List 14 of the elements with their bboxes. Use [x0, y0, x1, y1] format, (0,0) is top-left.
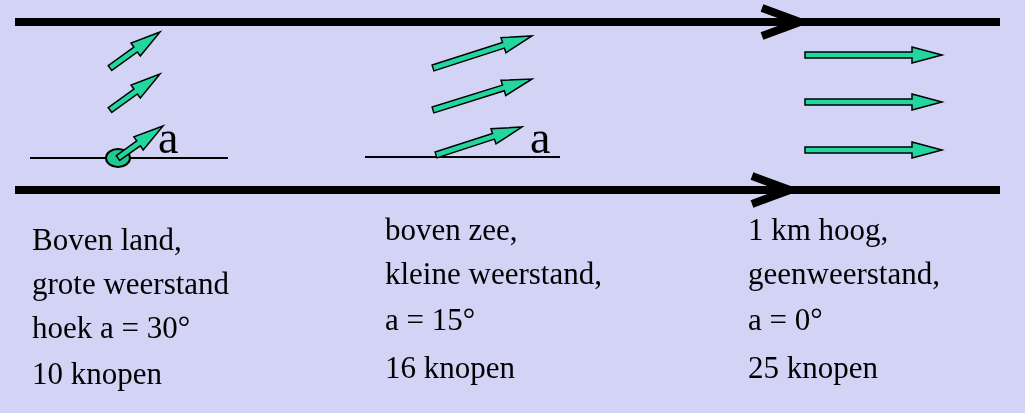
description-text: hoek a = 30° [32, 310, 191, 346]
description-text: 25 knopen [748, 350, 878, 386]
description-text: Boven land, [32, 222, 182, 258]
angle-label: a [158, 115, 179, 161]
description-text: 16 knopen [385, 350, 515, 386]
description-text: geenweerstand, [748, 256, 940, 292]
description-text: 10 knopen [32, 356, 162, 392]
description-text: boven zee, [385, 212, 518, 248]
description-text: kleine weerstand, [385, 256, 602, 292]
description-text: grote weerstand [32, 266, 230, 302]
description-text: 1 km hoog, [748, 212, 889, 248]
angle-label: a [530, 115, 551, 161]
description-text: a = 0° [748, 302, 823, 338]
description-text: a = 15° [385, 302, 476, 338]
